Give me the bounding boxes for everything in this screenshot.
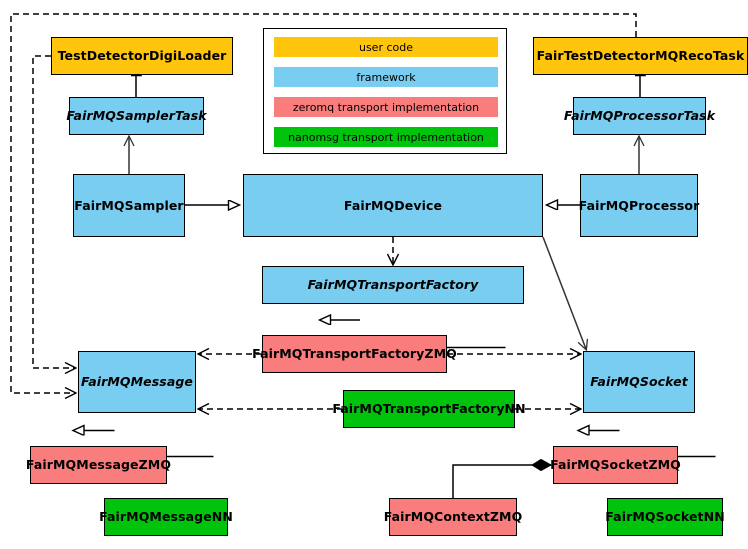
edge-digiloader-message <box>32 55 75 368</box>
node-label: FairMQMessageNN <box>99 509 233 525</box>
node-label: FairMQSocketZMQ <box>550 457 681 473</box>
legend-item-nanomsg: nanomsg transport implementation <box>274 127 498 147</box>
node-label: FairMQDevice <box>343 197 443 213</box>
node-label: FairMQSocketNN <box>605 509 725 525</box>
node-fairmqtransportfactory[interactable]: FairMQTransportFactory <box>262 266 524 304</box>
edge-contextzmq-socketzmq <box>452 458 553 498</box>
legend-item-user-code: user code <box>274 37 498 57</box>
node-label: FairMQContextZMQ <box>383 509 523 525</box>
node-label: FairMQMessageZMQ <box>25 457 172 473</box>
legend-label: framework <box>356 70 416 84</box>
node-fairmqtransportfactoryzmq[interactable]: FairMQTransportFactoryZMQ <box>252 335 457 373</box>
node-fairmqsampler[interactable]: FairMQSampler <box>73 174 185 237</box>
node-fairmqsocketzmq[interactable]: FairMQSocketZMQ <box>550 446 681 484</box>
legend-label: zeromq transport implementation <box>292 100 480 114</box>
node-fairmqsamplertask[interactable]: FairMQSamplerTask <box>66 97 207 135</box>
node-label: FairMQTransportFactoryNN <box>332 401 526 417</box>
node-fairmqmessagenn[interactable]: FairMQMessageNN <box>99 498 233 536</box>
node-fairmqcontextzmq[interactable]: FairMQContextZMQ <box>384 498 522 536</box>
node-label: FairMQTransportFactoryZMQ <box>252 346 457 362</box>
node-testdetectordigiloader[interactable]: TestDetectorDigiLoader <box>51 37 233 75</box>
node-fairmqsocketnn[interactable]: FairMQSocketNN <box>605 498 725 536</box>
node-label: FairMQMessage <box>80 374 193 390</box>
node-fairmqsocket[interactable]: FairMQSocket <box>583 351 695 413</box>
legend-item-zeromq: zeromq transport implementation <box>274 97 498 117</box>
node-label: FairMQSampler <box>74 197 184 213</box>
legend-label: nanomsg transport implementation <box>288 130 484 144</box>
node-label: FairMQProcessor <box>578 197 700 213</box>
node-label: FairMQSocket <box>590 374 688 390</box>
legend-item-framework: framework <box>274 67 498 87</box>
node-fairtestdetectormqrecotask[interactable]: FairTestDetectorMQRecoTask <box>533 37 748 75</box>
node-label: FairMQTransportFactory <box>307 277 479 293</box>
node-fairmqdevice[interactable]: FairMQDevice <box>243 174 543 237</box>
legend-label: user code <box>358 40 414 54</box>
edge-device-socket <box>542 236 586 349</box>
node-label: TestDetectorDigiLoader <box>57 48 227 64</box>
node-fairmqtransportfactorynn[interactable]: FairMQTransportFactoryNN <box>332 390 526 428</box>
edge-recotask-message <box>10 13 637 393</box>
node-label: FairMQProcessorTask <box>563 108 716 124</box>
node-label: FairMQSamplerTask <box>66 108 207 124</box>
node-label: FairTestDetectorMQRecoTask <box>536 48 745 64</box>
node-fairmqmessage[interactable]: FairMQMessage <box>78 351 196 413</box>
node-fairmqmessagezmq[interactable]: FairMQMessageZMQ <box>26 446 171 484</box>
node-fairmqprocessortask[interactable]: FairMQProcessorTask <box>564 97 715 135</box>
node-fairmqprocessor[interactable]: FairMQProcessor <box>578 174 700 237</box>
legend-panel: user code framework zeromq transport imp… <box>263 28 507 154</box>
